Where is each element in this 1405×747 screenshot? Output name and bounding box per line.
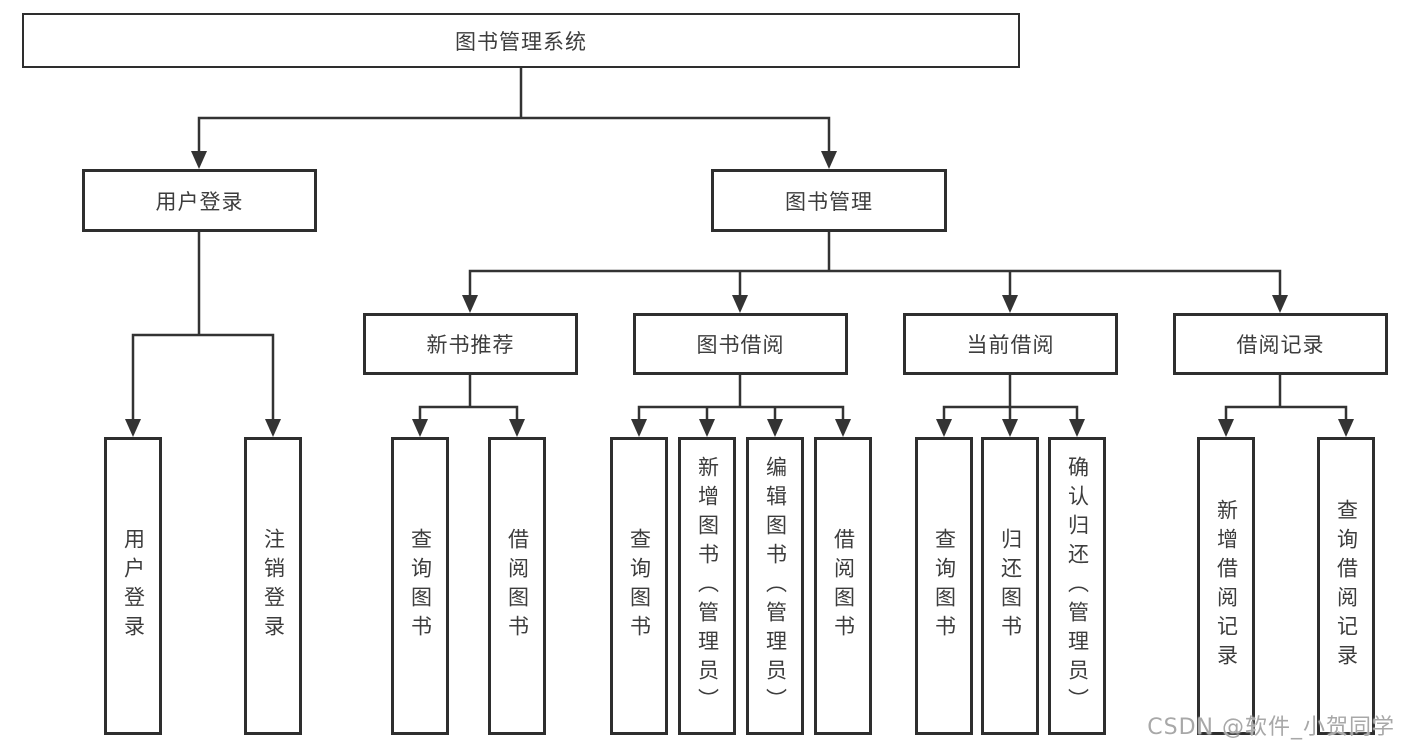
node-logout-leaf: 注销登录 (244, 437, 302, 735)
node-borrow-borrow-books: 借阅图书 (814, 437, 872, 735)
node-current-borrow-label: 当前借阅 (966, 333, 1055, 357)
csdn-watermark: CSDN @软件_小贺同学 (1147, 715, 1395, 740)
node-records-add-record: 新增借阅记录 (1197, 437, 1255, 735)
node-borrow-add-books-label: 新增图书（管理员） (695, 455, 720, 717)
node-records-add-record-label: 新增借阅记录 (1214, 499, 1239, 673)
node-borrow-records: 借阅记录 (1173, 313, 1388, 375)
node-recommend-query-books: 查询图书 (391, 437, 449, 735)
node-book-borrow-label: 图书借阅 (696, 333, 785, 357)
node-book-management: 图书管理 (711, 169, 947, 232)
node-new-book-recommend-label: 新书推荐 (426, 333, 515, 357)
node-records-query-record-label: 查询借阅记录 (1334, 499, 1359, 673)
node-current-confirm-return-label: 确认归还（管理员） (1065, 455, 1090, 717)
node-current-borrow: 当前借阅 (903, 313, 1118, 375)
node-root-label: 图书管理系统 (455, 29, 587, 54)
node-borrow-query-books-label: 查询图书 (627, 528, 652, 644)
node-user-login-leaf: 用户登录 (104, 437, 162, 735)
node-borrow-edit-books: 编辑图书（管理员） (746, 437, 804, 735)
node-new-book-recommend: 新书推荐 (363, 313, 578, 375)
node-current-query-books: 查询图书 (915, 437, 973, 735)
node-borrow-borrow-books-label: 借阅图书 (831, 528, 856, 644)
node-borrow-add-books: 新增图书（管理员） (678, 437, 736, 735)
node-user-login-leaf-label: 用户登录 (121, 528, 146, 644)
node-book-management-label: 图书管理 (785, 189, 873, 214)
node-current-return-books: 归还图书 (981, 437, 1039, 735)
node-current-return-books-label: 归还图书 (998, 528, 1023, 644)
node-borrow-query-books: 查询图书 (610, 437, 668, 735)
node-recommend-query-books-label: 查询图书 (408, 528, 433, 644)
node-logout-leaf-label: 注销登录 (261, 528, 286, 644)
node-current-confirm-return: 确认归还（管理员） (1048, 437, 1106, 735)
node-user-login-label: 用户登录 (155, 189, 244, 214)
node-borrow-edit-books-label: 编辑图书（管理员） (763, 455, 788, 717)
node-records-query-record: 查询借阅记录 (1317, 437, 1375, 735)
node-root: 图书管理系统 (22, 13, 1020, 68)
node-recommend-borrow-books-label: 借阅图书 (505, 528, 530, 644)
node-user-login: 用户登录 (82, 169, 317, 232)
node-borrow-records-label: 借阅记录 (1236, 333, 1325, 357)
node-current-query-books-label: 查询图书 (932, 528, 957, 644)
node-recommend-borrow-books: 借阅图书 (488, 437, 546, 735)
node-book-borrow: 图书借阅 (633, 313, 848, 375)
